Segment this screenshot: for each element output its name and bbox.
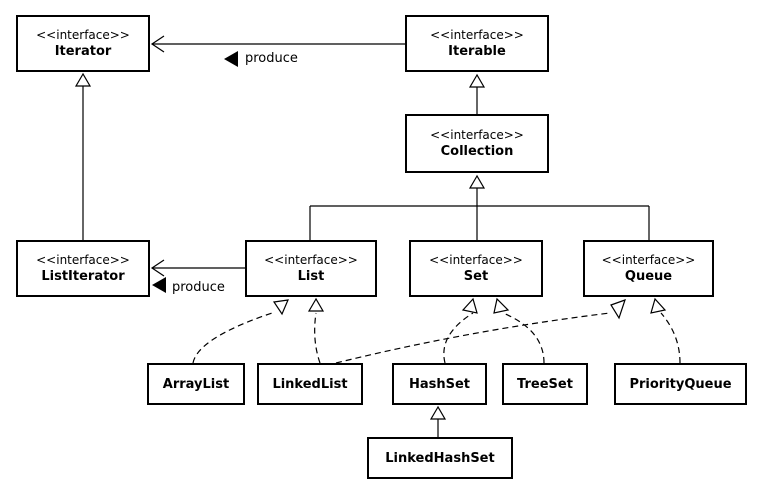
treeset-class: TreeSet (502, 363, 588, 405)
queue-interface: <<interface>> Queue (583, 240, 714, 297)
linkedlist-class: LinkedList (257, 363, 363, 405)
produce-label: produce (172, 280, 225, 295)
produce-label: produce (245, 51, 298, 66)
hashset-class: HashSet (392, 363, 487, 405)
edge-treeset-implements-set (502, 312, 545, 364)
edge-list-set-queue-extend-collection (309, 174, 650, 240)
class-name: LinkedHashSet (385, 450, 495, 466)
edge-arraylist-implements-list (192, 312, 273, 364)
produce-direction-arrow-icon (152, 277, 166, 293)
edge-linkedhashset-extends-hashset (429, 405, 447, 437)
realization-edges (192, 312, 681, 364)
listiterator-interface: <<interface>> ListIterator (16, 240, 150, 297)
class-name: List (297, 268, 325, 284)
iterable-interface: <<interface>> Iterable (405, 15, 549, 72)
stereotype-label: <<interface>> (36, 27, 130, 42)
edge-hashset-implements-set (443, 312, 474, 364)
class-name: PriorityQueue (629, 376, 732, 392)
edge-linkedlist-implements-queue (335, 312, 611, 364)
stereotype-label: <<interface>> (430, 27, 524, 42)
priorityqueue-class: PriorityQueue (614, 363, 747, 405)
class-name: Queue (624, 268, 673, 284)
edge-iterable-produces-iterator (150, 35, 405, 53)
stereotype-label: <<interface>> (36, 252, 130, 267)
edge-list-produces-listiterator (150, 259, 245, 277)
edge-linkedlist-implements-list (314, 312, 321, 364)
linkedhashset-class: LinkedHashSet (367, 437, 513, 479)
stereotype-label: <<interface>> (429, 252, 523, 267)
produce-direction-arrow-icon (224, 51, 238, 67)
class-name: ArrayList (162, 376, 230, 392)
class-name: Iterable (448, 43, 506, 59)
class-name: Iterator (54, 43, 112, 59)
collection-interface: <<interface>> Collection (405, 114, 549, 173)
list-interface: <<interface>> List (245, 240, 377, 297)
edge-collection-extends-iterable (468, 73, 486, 114)
stereotype-label: <<interface>> (430, 127, 524, 142)
class-name: TreeSet (517, 376, 573, 392)
class-name: Set (463, 268, 489, 284)
class-name: HashSet (408, 376, 471, 392)
class-name: Collection (440, 143, 514, 159)
edge-listiterator-extends-iterator (74, 72, 92, 240)
edge-priorityqueue-implements-queue (660, 312, 681, 364)
class-name: ListIterator (41, 268, 125, 284)
arraylist-class: ArrayList (147, 363, 245, 405)
set-interface: <<interface>> Set (409, 240, 543, 297)
stereotype-label: <<interface>> (264, 252, 358, 267)
iterator-interface: <<interface>> Iterator (16, 15, 150, 72)
realization-arrowheads (272, 297, 667, 320)
stereotype-label: <<interface>> (601, 252, 696, 267)
class-name: LinkedList (272, 376, 348, 392)
